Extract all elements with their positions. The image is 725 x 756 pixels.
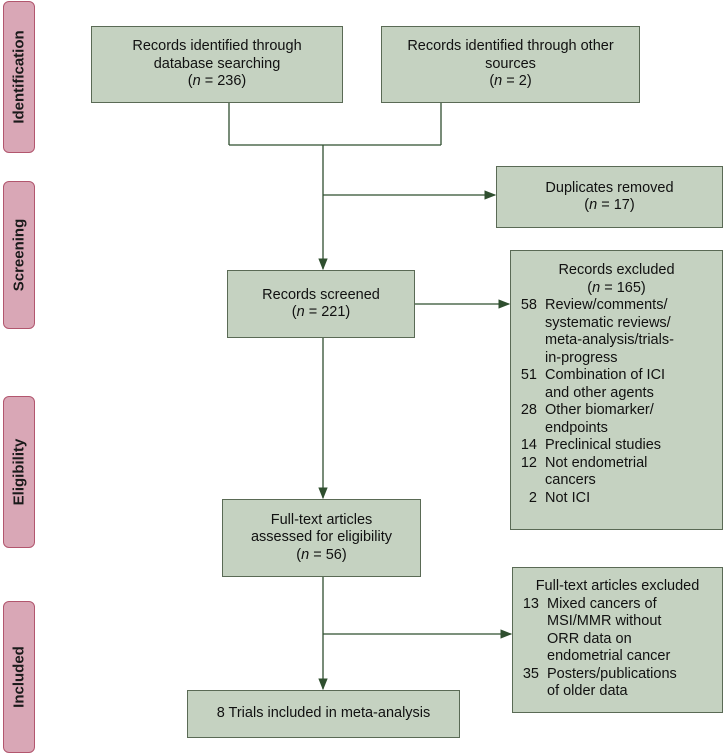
item-count: 35 — [522, 665, 539, 682]
item-text: Review/comments/ — [545, 297, 668, 313]
item-text: meta-analysis/trials- — [545, 332, 674, 348]
list-item: 14 Preclinical studies — [511, 437, 722, 455]
item-text: Not endometrial — [545, 454, 648, 471]
box-count: (n = 236) — [187, 73, 247, 90]
box-text: Full-text articles — [270, 511, 373, 528]
fulltext-excluded-title: Full-text articles excluded — [535, 578, 700, 594]
item-count: 51 — [520, 367, 537, 383]
phase-included: Included — [3, 601, 35, 753]
list-item: 51 Combination of ICI and other agents — [511, 367, 722, 402]
box-count: (n = 221) — [291, 304, 351, 320]
item-text: Combination of ICI — [545, 367, 666, 383]
box-text: 8 Trials included in meta-analysis — [216, 705, 431, 722]
box-count: (n = 56) — [296, 546, 347, 563]
records-excluded-title: Records excluded — [558, 262, 675, 278]
other-sources-box: Records identified through other sources… — [381, 26, 640, 103]
database-search-box: Records identified through database sear… — [91, 26, 343, 103]
list-item: 2 Not ICI — [511, 490, 722, 508]
item-count: 14 — [520, 437, 537, 453]
item-text: endpoints — [545, 419, 608, 436]
box-text: Records screened — [262, 286, 380, 303]
item-text: systematic reviews/ — [545, 314, 671, 331]
item-text: in-progress — [545, 349, 618, 366]
item-text: of older data — [547, 683, 628, 699]
box-count: (n = 17) — [584, 197, 635, 213]
item-count: 28 — [520, 402, 537, 418]
item-text: and other agents — [545, 384, 654, 401]
list-item: 13 Mixed cancers of MSI/MMR without ORR … — [513, 596, 722, 666]
item-text: endometrial cancer — [547, 648, 671, 664]
included-trials-box: 8 Trials included in meta-analysis — [187, 690, 460, 738]
box-count: (n = 2) — [489, 73, 532, 90]
phase-identification: Identification — [3, 1, 35, 153]
phase-label: Included — [10, 646, 28, 708]
list-item: 12 Not endometrial cancers — [511, 455, 722, 490]
list-item: 35 Posters/publications of older data — [513, 666, 722, 701]
item-count: 13 — [522, 595, 539, 612]
item-text: Posters/publications — [547, 665, 677, 682]
box-text: Records identified through other — [407, 38, 614, 55]
records-excluded-count: (n = 165) — [587, 279, 646, 296]
box-text: Duplicates removed — [545, 179, 674, 196]
phase-screening: Screening — [3, 181, 35, 329]
fulltext-assessed-box: Full-text articles assessed for eligibil… — [222, 499, 421, 577]
item-count: 2 — [528, 489, 537, 506]
item-text: Other biomarker/ — [545, 402, 654, 418]
box-text: assessed for eligibility — [250, 529, 393, 546]
records-excluded-box: Records excluded (n = 165) 58 Review/com… — [510, 250, 723, 530]
box-text: sources — [485, 55, 536, 72]
records-screened-box: Records screened (n = 221) — [227, 270, 415, 338]
phase-label: Screening — [10, 218, 28, 292]
duplicates-removed-box: Duplicates removed (n = 17) — [496, 166, 723, 228]
fulltext-excluded-box: Full-text articles excluded 13 Mixed can… — [512, 567, 723, 713]
phase-label: Eligibility — [10, 438, 28, 506]
phase-label: Identification — [10, 30, 28, 124]
item-text: ORR data on — [547, 630, 632, 647]
item-text: cancers — [545, 472, 596, 488]
box-text: database searching — [153, 55, 281, 72]
item-text: Mixed cancers of — [547, 595, 657, 612]
list-item: 58 Review/comments/ systematic reviews/ … — [511, 297, 722, 367]
item-text: MSI/MMR without — [547, 613, 662, 629]
item-count: 12 — [520, 454, 537, 471]
item-count: 58 — [520, 297, 537, 313]
item-text: Not ICI — [545, 489, 591, 506]
phase-eligibility: Eligibility — [3, 396, 35, 548]
box-text: Records identified through — [132, 38, 302, 55]
list-item: 28 Other biomarker/ endpoints — [511, 402, 722, 437]
item-text: Preclinical studies — [545, 437, 662, 453]
